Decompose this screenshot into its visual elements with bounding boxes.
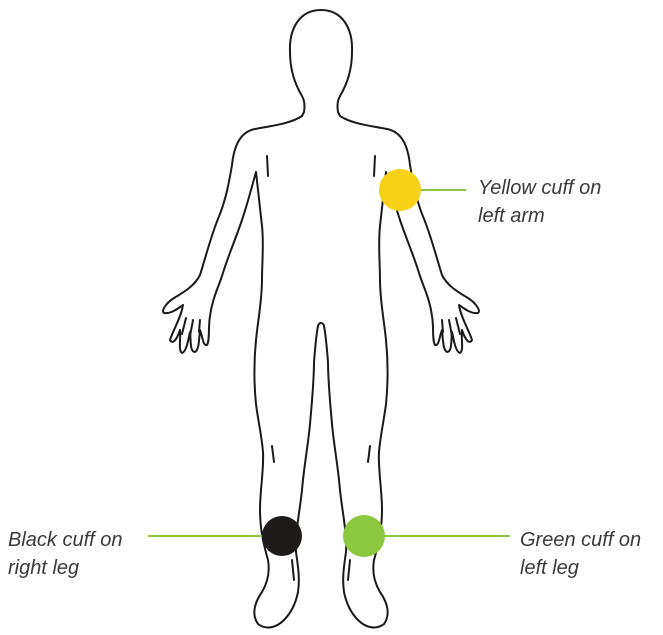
right-armpit-line (374, 156, 375, 176)
green-cuff-label-line1: Green cuff on (520, 526, 641, 554)
green-cuff-label: Green cuff on left leg (520, 526, 641, 582)
crotch-outline (318, 323, 324, 326)
yellow-cuff-label: Yellow cuff on left arm (478, 174, 601, 230)
left-hand-fingers (442, 318, 460, 336)
green-cuff-marker (343, 515, 385, 557)
left-knee-line (368, 446, 370, 462)
head-outline (290, 10, 352, 116)
black-cuff-label-line2: right leg (8, 554, 123, 582)
yellow-cuff-label-line2: left arm (478, 202, 601, 230)
right-hand-fingers (182, 318, 200, 336)
yellow-cuff-marker (379, 169, 421, 211)
green-cuff-label-line2: left leg (520, 554, 641, 582)
black-cuff-marker (262, 516, 302, 556)
right-ankle-line (292, 560, 294, 580)
black-cuff-label-line1: Black cuff on (8, 526, 123, 554)
body-outline (163, 10, 479, 627)
right-knee-line (272, 446, 274, 462)
left-armpit-line (267, 156, 268, 176)
left-ankle-line (348, 560, 350, 580)
black-cuff-label: Black cuff on right leg (8, 526, 123, 582)
yellow-cuff-label-line1: Yellow cuff on (478, 174, 601, 202)
